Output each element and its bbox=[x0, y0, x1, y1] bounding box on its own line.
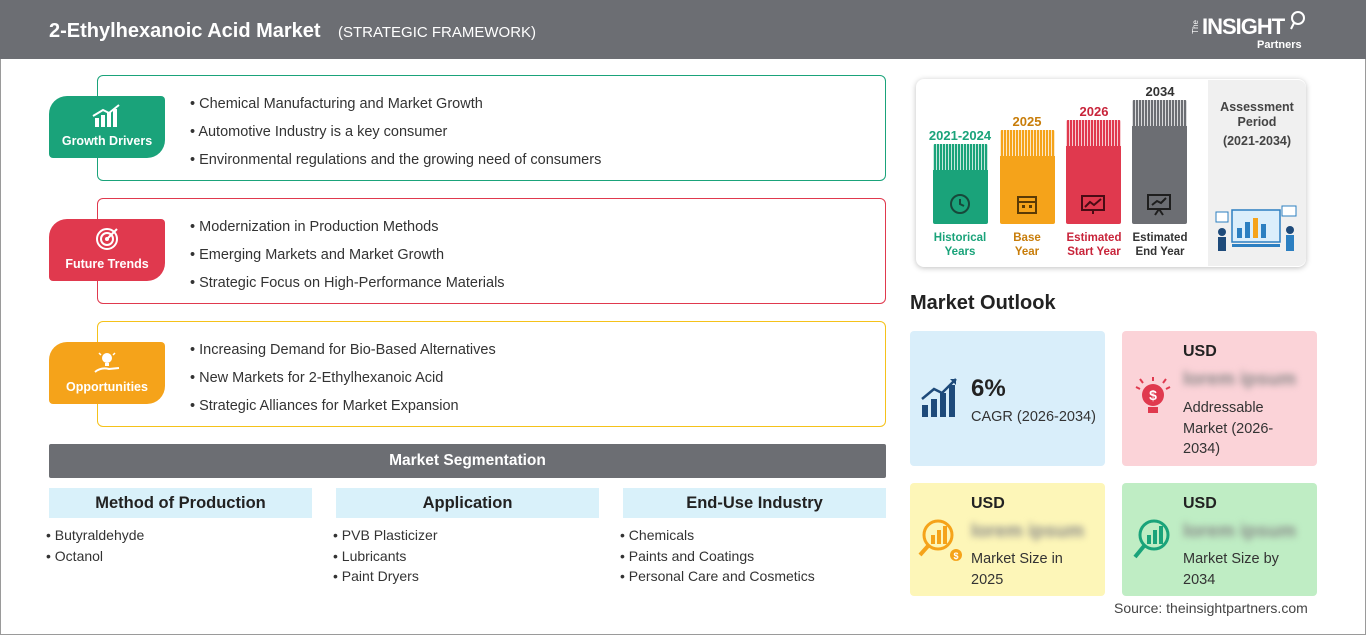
size-2025-currency: USD bbox=[971, 495, 1005, 512]
segment-list-method: Butyraldehyde Octanol bbox=[46, 526, 145, 568]
market-outlook-title: Market Outlook bbox=[910, 292, 1056, 314]
addressable-currency: USD bbox=[1183, 343, 1217, 360]
list-item: New Markets for 2-Ethylhexanoic Acid bbox=[190, 368, 496, 396]
segment-heading-application: Application bbox=[336, 488, 599, 518]
list-item: Lubricants bbox=[333, 547, 438, 568]
growth-drivers-label: Growth Drivers bbox=[61, 134, 153, 148]
future-trends-badge: Future Trends bbox=[49, 219, 165, 281]
segment-list-application: PVB Plasticizer Lubricants Paint Dryers bbox=[333, 526, 438, 588]
list-item: Butyraldehyde bbox=[46, 526, 145, 547]
growth-chart-icon bbox=[92, 104, 120, 127]
assessment-period-range: (2021-2034) bbox=[1222, 134, 1292, 148]
future-trends-list: Modernization in Production Methods Emer… bbox=[190, 217, 505, 301]
growth-drivers-list: Chemical Manufacturing and Market Growth… bbox=[190, 94, 601, 178]
opportunities-card: Increasing Demand for Bio-Based Alternat… bbox=[97, 321, 886, 427]
list-item: PVB Plasticizer bbox=[333, 526, 438, 547]
source-credit: Source: theinsightpartners.com bbox=[1114, 600, 1308, 616]
timeline-column-end bbox=[1132, 100, 1187, 224]
cagr-label: CAGR (2026-2034) bbox=[971, 409, 1096, 425]
insight-partners-logo: The INSIGHT Partners bbox=[1188, 10, 1318, 54]
svg-text:$: $ bbox=[953, 551, 958, 561]
list-item: Chemical Manufacturing and Market Growth bbox=[190, 94, 601, 122]
lightbulb-hand-icon bbox=[94, 352, 120, 373]
opportunities-label: Opportunities bbox=[66, 380, 148, 394]
future-trends-card: Modernization in Production Methods Emer… bbox=[97, 198, 886, 304]
page-subtitle: (STRATEGIC FRAMEWORK) bbox=[338, 24, 537, 41]
timeline-year-end: 2034 bbox=[1145, 84, 1175, 99]
logo-the-text: The bbox=[1191, 20, 1200, 34]
list-item: Strategic Focus on High-Performance Mate… bbox=[190, 273, 504, 301]
timeline-column-historical bbox=[933, 144, 988, 224]
chart-start-icon bbox=[1081, 195, 1105, 214]
segment-list-end-use: Chemicals Paints and Coatings Personal C… bbox=[620, 526, 815, 588]
growth-drivers-badge: Growth Drivers bbox=[49, 96, 165, 158]
list-item: Modernization in Production Methods bbox=[190, 217, 505, 245]
timeline-column-start bbox=[1066, 120, 1121, 224]
list-item: Chemicals bbox=[620, 526, 815, 547]
size-2034-value-blurred: lorem ipsum bbox=[1183, 521, 1296, 542]
timeline-year-historical: 2021-2024 bbox=[928, 128, 992, 143]
logo-partners-text: Partners bbox=[1257, 39, 1302, 51]
opportunities-list: Increasing Demand for Bio-Based Alternat… bbox=[190, 340, 496, 424]
addressable-value-blurred: lorem ipsum bbox=[1183, 369, 1296, 390]
target-icon bbox=[96, 228, 118, 250]
market-segmentation-header: Market Segmentation bbox=[49, 444, 886, 478]
list-item: Emerging Markets and Market Growth bbox=[190, 245, 505, 273]
logo-magnifier-icon bbox=[1290, 11, 1305, 30]
segment-heading-end-use: End-Use Industry bbox=[623, 488, 886, 518]
cagr-value: 6% bbox=[971, 375, 1006, 402]
magnifier-chart-icon: $ bbox=[918, 519, 962, 561]
cagr-box: 6% CAGR (2026-2034) bbox=[910, 331, 1105, 466]
header-bar: 2-Ethylhexanoic Acid Market (STRATEGIC F… bbox=[0, 0, 1366, 59]
list-item: Increasing Demand for Bio-Based Alternat… bbox=[190, 340, 496, 368]
growth-chart-icon bbox=[921, 378, 957, 417]
size-2034-currency: USD bbox=[1183, 495, 1217, 512]
svg-text:$: $ bbox=[1149, 387, 1157, 403]
future-trends-label: Future Trends bbox=[65, 257, 149, 271]
opportunities-badge: Opportunities bbox=[49, 342, 165, 404]
list-item: Octanol bbox=[46, 547, 144, 568]
list-item: Paint Dryers bbox=[333, 567, 438, 588]
calendar-icon bbox=[1017, 196, 1037, 214]
segment-heading-method: Method of Production bbox=[49, 488, 312, 518]
history-icon bbox=[950, 194, 970, 214]
lightbulb-dollar-icon: $ bbox=[1135, 377, 1171, 413]
timeline-year-base: 2025 bbox=[1012, 114, 1042, 129]
list-item: Strategic Alliances for Market Expansion bbox=[190, 396, 496, 424]
growth-drivers-card: Chemical Manufacturing and Market Growth… bbox=[97, 75, 886, 181]
page-title: 2-Ethylhexanoic Acid Market bbox=[49, 20, 321, 42]
timeline-column-base bbox=[1000, 130, 1055, 224]
list-item: Personal Care and Cosmetics bbox=[620, 567, 815, 588]
list-item: Automotive Industry is a key consumer bbox=[190, 122, 601, 150]
list-item: Environmental regulations and the growin… bbox=[190, 150, 601, 178]
list-item: Paints and Coatings bbox=[620, 547, 815, 568]
timeline-year-start: 2026 bbox=[1079, 104, 1109, 119]
logo-insight-text: INSIGHT bbox=[1202, 14, 1285, 39]
presentation-icon bbox=[1147, 194, 1171, 216]
size-2025-value-blurred: lorem ipsum bbox=[971, 521, 1084, 542]
magnifier-chart-icon bbox=[1133, 519, 1170, 559]
analytics-team-illustration-icon bbox=[1215, 205, 1297, 251]
